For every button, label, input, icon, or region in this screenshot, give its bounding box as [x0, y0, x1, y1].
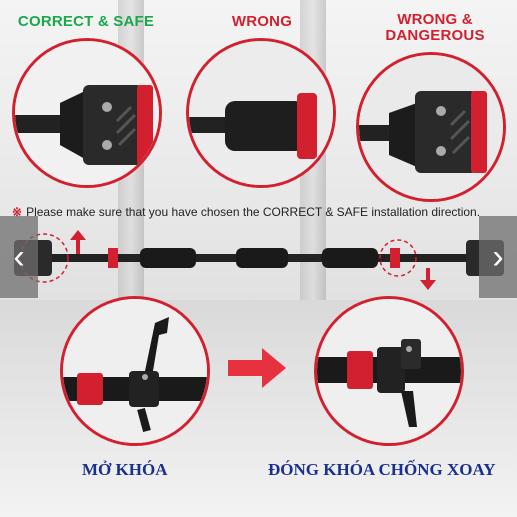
circle-wrong: [186, 38, 336, 188]
label-wrong-dangerous-line1: WRONG &: [397, 11, 473, 28]
carousel-prev-button[interactable]: ‹: [0, 216, 38, 298]
label-wrong-dangerous: WRONG & DANGEROUS: [370, 12, 500, 44]
circle-lock-anti-rotation: [314, 296, 464, 446]
foam-grip-center: [236, 248, 288, 268]
end-cap-wrong-illustration: [189, 41, 333, 185]
lock-closed-illustration: [317, 299, 461, 443]
label-wrong-dangerous-line2: DANGEROUS: [385, 27, 485, 44]
lock-open-illustration: [63, 299, 207, 443]
carousel-next-button[interactable]: ›: [479, 216, 517, 298]
end-cap-dangerous-illustration: [359, 55, 503, 199]
lock-ring-right: [390, 248, 400, 268]
arrow-up-icon: [70, 230, 86, 254]
chevron-left-icon: ‹: [13, 237, 25, 276]
arrow-down-icon: [420, 268, 436, 290]
highlight-circle-left: [19, 233, 69, 283]
installation-notice: ※Please make sure that you have chosen t…: [12, 205, 512, 219]
label-wrong: WRONG: [231, 13, 293, 30]
notice-text: Please make sure that you have chosen th…: [26, 205, 481, 219]
end-cap-correct-illustration: [15, 41, 159, 185]
highlight-circle-right: [379, 239, 417, 277]
chevron-right-icon: ›: [492, 237, 504, 276]
foam-grip-left: [140, 248, 196, 268]
caption-lock-anti-rotation: ĐÓNG KHÓA CHỐNG XOAY: [268, 460, 496, 479]
label-correct-safe: CORRECT & SAFE: [17, 13, 155, 30]
notice-mark: ※: [12, 205, 23, 219]
arrow-right-icon: [228, 348, 286, 388]
circle-unlock: [60, 296, 210, 446]
circle-correct-safe: [12, 38, 162, 188]
foam-grip-right: [322, 248, 378, 268]
caption-unlock: MỞ KHÓA: [82, 460, 168, 479]
circle-wrong-dangerous: [356, 52, 506, 202]
lock-ring-left: [108, 248, 118, 268]
pull-up-bar: [14, 230, 504, 290]
